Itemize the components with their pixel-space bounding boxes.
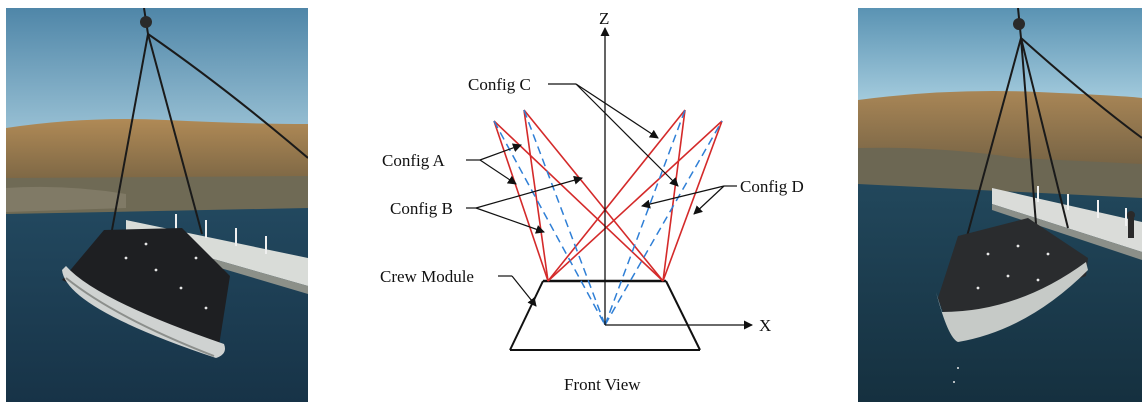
config-c-label: Config C	[468, 75, 531, 94]
crew-module-photo-right	[858, 8, 1142, 402]
config-b-label: Config B	[390, 199, 453, 218]
x-axis-label: X	[759, 316, 771, 335]
config-d-label: Config D	[740, 177, 804, 196]
leader-lines	[466, 83, 737, 307]
config-a-label: Config A	[382, 151, 446, 170]
crew-module-photo-left	[6, 8, 308, 402]
config-lines-red	[493, 109, 723, 282]
front-view-caption: Front View	[564, 375, 641, 394]
crew-module-label: Crew Module	[380, 267, 474, 286]
config-lines-blue-dashed	[493, 109, 723, 326]
crew-module-outline	[509, 279, 701, 351]
z-axis-label: Z	[599, 9, 609, 28]
config-diagram-front-view: Z X Config C Config A Config	[360, 0, 820, 402]
